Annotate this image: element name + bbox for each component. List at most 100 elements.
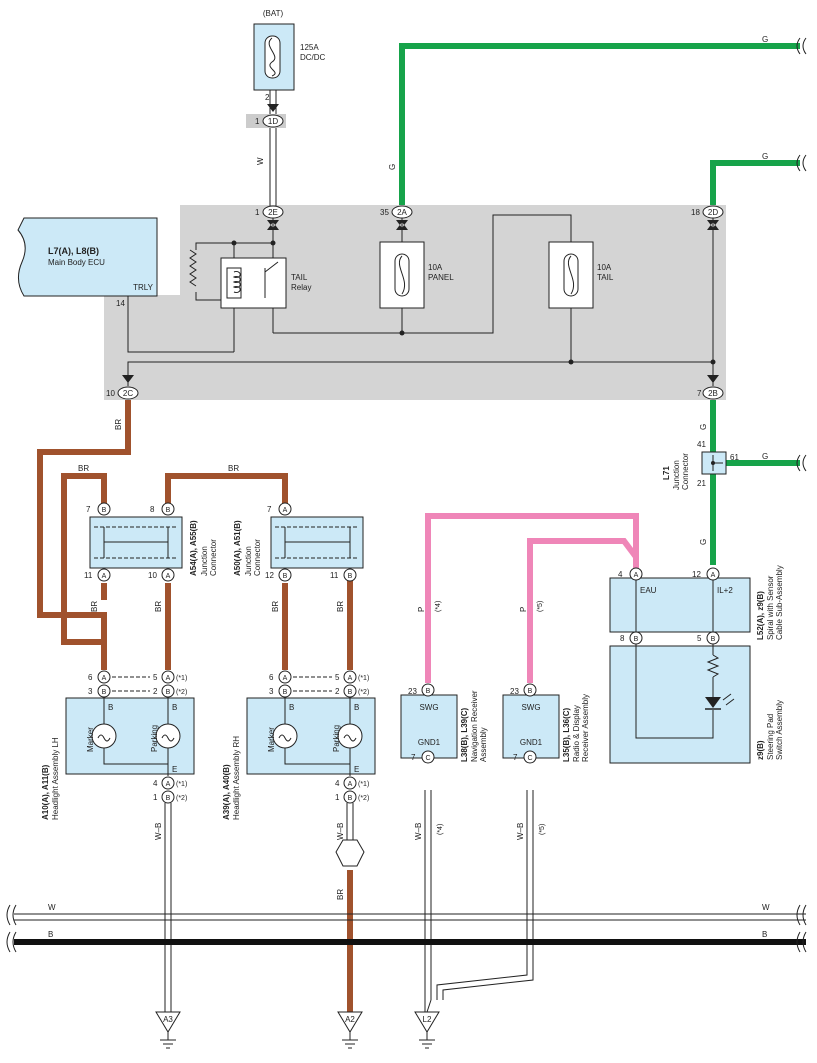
svg-text:A: A — [166, 675, 171, 682]
svg-text:B: B — [289, 703, 294, 712]
connector-1d — [262, 114, 284, 128]
ground-l2: L2 — [423, 1015, 432, 1024]
svg-text:A: A — [711, 572, 716, 579]
headlight-lh-id: A10(A), A11(B) — [41, 764, 50, 820]
spiral-id: L52(A), z9(B) — [756, 591, 765, 640]
svg-text:E: E — [172, 765, 177, 774]
nav-name: Navigation ReceiverAssembly — [470, 690, 488, 762]
svg-text:Marker: Marker — [267, 727, 276, 752]
svg-text:BR: BR — [336, 889, 345, 900]
svg-text:(*2): (*2) — [358, 689, 369, 696]
wire-label-p: P — [417, 607, 426, 612]
headlight-rh-name: Headlight Assembly RH — [232, 736, 241, 820]
bulb-icon — [337, 723, 363, 749]
svg-text:(*2): (*2) — [176, 795, 187, 802]
svg-text:BR: BR — [228, 464, 239, 473]
svg-text:(*2): (*2) — [358, 795, 369, 802]
junction-l71-id: L71 — [662, 466, 671, 480]
svg-text:11: 11 — [330, 571, 339, 580]
junction-l71-name: JunctionConnector — [672, 453, 690, 490]
svg-text:B: B — [528, 688, 533, 695]
svg-text:10: 10 — [106, 389, 115, 398]
arrow-icon — [707, 375, 719, 383]
svg-text:(*1): (*1) — [176, 781, 187, 788]
spiral-cable-box — [609, 577, 751, 633]
svg-text:B: B — [108, 703, 113, 712]
svg-text:W: W — [48, 903, 56, 912]
svg-text:8: 8 — [620, 634, 625, 643]
svg-text:(*5): (*5) — [539, 824, 546, 835]
svg-text:Marker: Marker — [86, 727, 95, 752]
svg-text:Parking: Parking — [332, 725, 341, 752]
svg-text:A: A — [348, 675, 353, 682]
svg-text:(*4): (*4) — [437, 824, 444, 835]
svg-text:E: E — [354, 765, 359, 774]
wire-label-g6: G — [699, 539, 708, 545]
ecu-pin-trly: TRLY — [133, 283, 154, 292]
svg-text:4: 4 — [153, 779, 158, 788]
connector-2b — [702, 386, 724, 400]
steering-name: Steering PadSwitch Assembly — [766, 700, 784, 760]
junction-a50-id: A50(A), A51(B) — [233, 520, 242, 576]
svg-text:(*2): (*2) — [176, 689, 187, 696]
svg-text:10: 10 — [148, 571, 157, 580]
ground-icon — [337, 1011, 363, 1049]
svg-text:23: 23 — [510, 687, 519, 696]
arrow-icon — [396, 220, 408, 230]
pin-1d: 1 — [255, 117, 260, 126]
wire-label-g2: G — [762, 152, 768, 161]
junction-a50-name: JunctionConnector — [244, 539, 262, 576]
svg-text:C: C — [527, 755, 532, 762]
svg-text:2B: 2B — [708, 389, 718, 398]
svg-text:B: B — [283, 689, 288, 696]
pin-1d-above: 2 — [265, 93, 270, 102]
ecu-name: Main Body ECU — [48, 258, 105, 267]
svg-text:8: 8 — [150, 505, 155, 514]
svg-text:B: B — [166, 795, 171, 802]
tail-relay-label-1: TAIL — [291, 273, 308, 282]
svg-text:B: B — [354, 703, 359, 712]
svg-text:21: 21 — [697, 479, 706, 488]
svg-text:SWG: SWG — [521, 703, 540, 712]
nav-receiver-box — [400, 694, 458, 759]
wire-label-w: W — [256, 157, 265, 165]
svg-text:5: 5 — [335, 673, 340, 682]
svg-text:1: 1 — [153, 793, 158, 802]
ecu-pin-14: 14 — [116, 299, 125, 308]
svg-text:B: B — [634, 636, 639, 643]
svg-text:5: 5 — [697, 634, 702, 643]
svg-text:35: 35 — [380, 208, 389, 217]
arrow-icon — [267, 220, 279, 230]
svg-text:IL+2: IL+2 — [717, 586, 733, 595]
svg-text:A: A — [166, 573, 171, 580]
svg-text:BR: BR — [78, 464, 89, 473]
svg-text:6: 6 — [269, 673, 274, 682]
svg-text:7: 7 — [697, 389, 702, 398]
svg-text:B: B — [102, 689, 107, 696]
svg-text:3: 3 — [88, 687, 93, 696]
svg-text:2A: 2A — [397, 208, 407, 217]
svg-text:C: C — [425, 755, 430, 762]
led-icon — [705, 677, 735, 710]
svg-text:P: P — [519, 607, 528, 612]
main-body-ecu-box — [17, 217, 158, 297]
svg-text:A: A — [283, 675, 288, 682]
junction-a54-name: JunctionConnector — [200, 539, 218, 576]
svg-text:(*1): (*1) — [176, 675, 187, 682]
bulb-icon — [155, 723, 181, 749]
arrow-icon — [707, 220, 719, 230]
connector-2c — [117, 386, 139, 400]
svg-text:BR: BR — [90, 601, 99, 612]
svg-text:23: 23 — [408, 687, 417, 696]
svg-text:EAU: EAU — [640, 586, 657, 595]
svg-text:B: B — [348, 689, 353, 696]
battery-label: (BAT) — [263, 9, 284, 18]
svg-text:B: B — [426, 688, 431, 695]
wire-label-g1: G — [762, 35, 768, 44]
svg-text:B: B — [48, 930, 53, 939]
bus-lines — [6, 904, 807, 953]
